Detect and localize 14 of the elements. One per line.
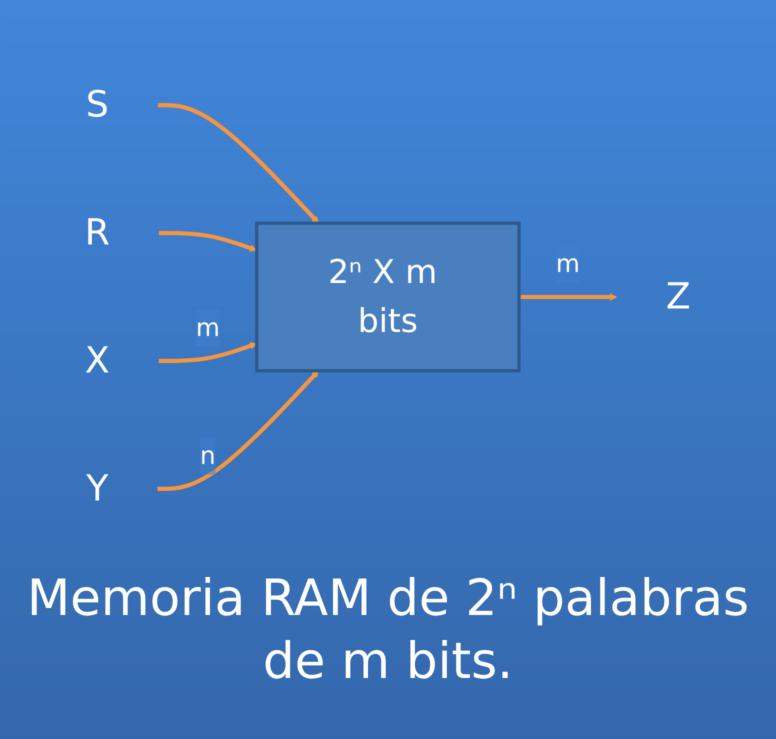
node-text: Z	[666, 276, 691, 318]
arrow	[519, 293, 618, 301]
arrow	[158, 370, 320, 491]
node-text: S	[86, 84, 110, 126]
caption: Memoria RAM de 2ⁿ palabras de m bits.	[26, 568, 750, 692]
node-text: X	[85, 340, 110, 382]
arrow	[158, 103, 320, 224]
arrow	[159, 231, 258, 252]
node-text: R	[85, 212, 110, 254]
node-box: 2ⁿ X m bits	[255, 222, 521, 372]
edge-label: m	[196, 314, 220, 342]
edge-label: m	[556, 250, 580, 279]
edge-label: n	[200, 442, 216, 470]
arrow	[159, 342, 258, 363]
